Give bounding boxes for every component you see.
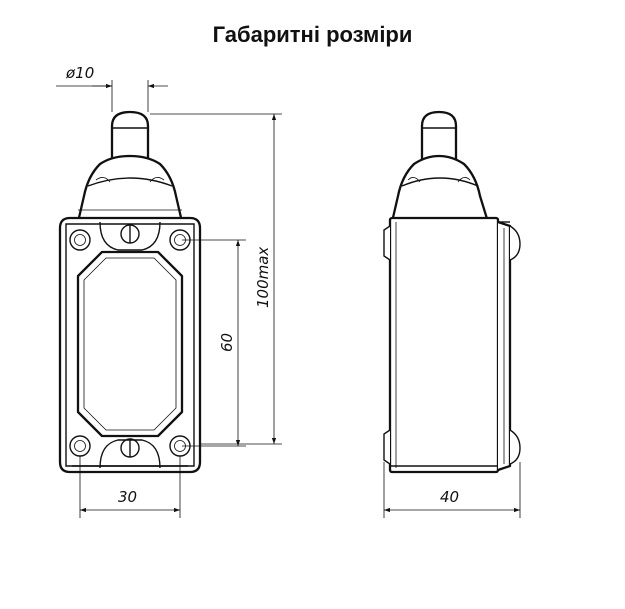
dimension-lines <box>56 80 521 518</box>
side-screw-bottom <box>509 429 521 465</box>
dim-hole-spacing: 60 <box>218 333 236 352</box>
front-cover <box>76 250 184 438</box>
mount-hole-top-left <box>69 229 91 251</box>
front-head <box>76 154 184 223</box>
side-plunger <box>420 110 458 170</box>
side-housing <box>388 216 500 474</box>
side-head <box>390 154 490 223</box>
dim-front-width: 30 <box>118 488 137 506</box>
dim-overall-height: 100max <box>254 247 272 308</box>
front-housing <box>58 216 202 474</box>
side-view <box>383 110 521 474</box>
dim-plunger-diameter: ø10 <box>65 64 94 82</box>
dim-side-width: 40 <box>440 488 459 506</box>
front-view <box>58 110 202 474</box>
side-screw-top <box>509 225 521 261</box>
diagram-title: Габаритні розміри <box>212 22 413 47</box>
